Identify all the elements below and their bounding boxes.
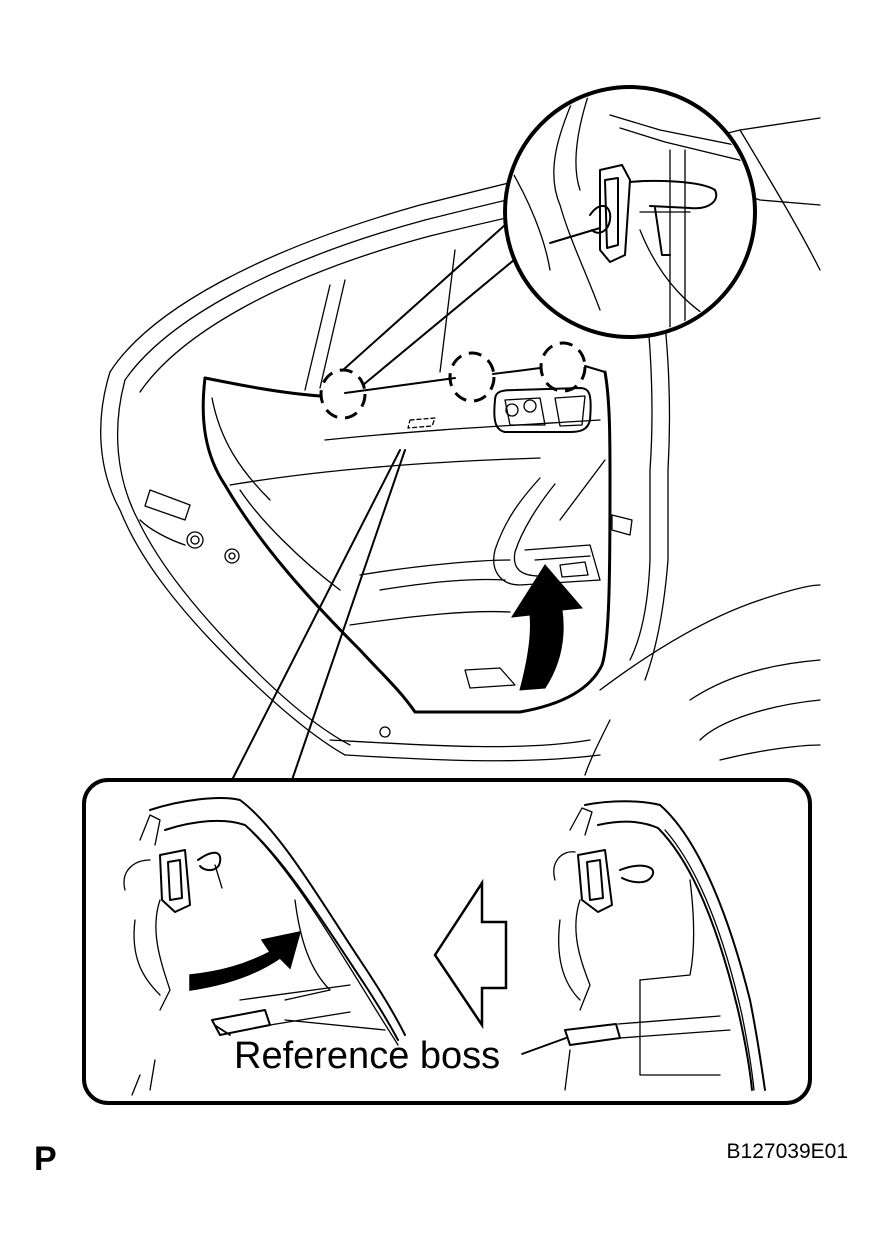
clip-before-view	[553, 800, 766, 1091]
clip-sequence-inset: Reference boss	[82, 778, 812, 1105]
door-trim-panel	[201, 365, 612, 714]
clip-detail-magnifier	[503, 85, 757, 339]
curved-arrow-icon	[189, 931, 302, 991]
reference-boss-label: Reference boss	[234, 1035, 500, 1077]
leader-lines	[231, 224, 521, 781]
clip-engaged-view	[123, 797, 406, 1096]
section-mark: P	[34, 1140, 57, 1178]
dashed-circle-icon	[448, 351, 496, 403]
dashed-circle-icon	[539, 341, 587, 393]
dashed-circle-icon	[319, 368, 367, 420]
hollow-left-arrow-icon	[433, 878, 508, 1030]
figure-code: B127039E01	[727, 1140, 848, 1163]
curved-up-arrow-icon	[511, 564, 584, 691]
